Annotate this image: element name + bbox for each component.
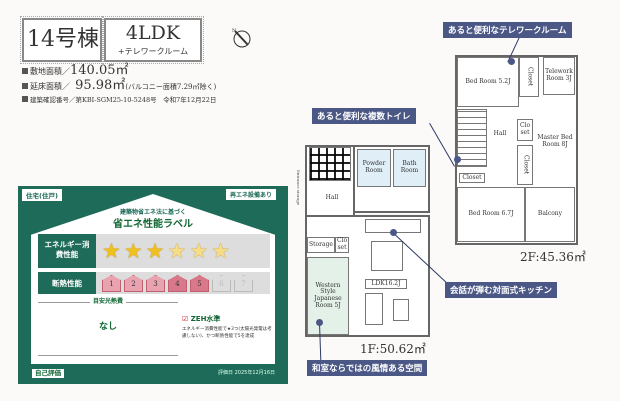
japanese-room: Western Style Japanese Room 5J	[307, 257, 349, 335]
floor1-hall: Hall	[325, 193, 339, 201]
closet-c: Clo set	[517, 119, 533, 141]
floor-area-label: 延床面積／	[30, 82, 70, 91]
floor1-stairs-entry: Hall	[305, 145, 355, 217]
floor2-area: 2F:45.36㎡	[520, 250, 586, 264]
telework-marker	[508, 58, 515, 65]
star-icon: ★	[211, 239, 230, 263]
cost-divider	[38, 355, 178, 356]
dining-table	[371, 241, 403, 271]
site-area-line: 敷地面積／140.05㎡	[22, 64, 129, 78]
cost-heading-text: 目安光熱費	[89, 298, 126, 305]
floor1-closet: Clo set	[335, 237, 349, 253]
coffee-table	[393, 299, 409, 321]
closet-b: Closet	[459, 173, 485, 183]
svg-text:N: N	[232, 28, 237, 34]
energy-label: 住宅(住戸) 再エネ設備あり 建築物省エネ法に基づく 省エネ性能ラベル エネルギ…	[18, 186, 288, 384]
storage: Storage	[307, 237, 335, 253]
star-icon: ★	[189, 239, 209, 263]
bath-room: Bath Room	[393, 149, 426, 187]
bedroom-1: Bed Room 5.2J	[457, 57, 519, 107]
telework-room: Telework Room 3J	[543, 57, 575, 95]
star-icon: ★	[167, 239, 187, 263]
floor-area: 95.98㎡	[75, 78, 126, 93]
star-icon: ★	[145, 239, 165, 263]
floor1-wet-area: Powder Room Bath Room	[353, 145, 430, 213]
zeh-note: エネルギー消費性能で★3つ(太陽光発電は考慮しない)、かつ断熱性能で5を達成	[182, 327, 272, 339]
site-area: 140.05㎡	[70, 63, 129, 78]
bedroom-2: Bed Room 6.7J	[457, 187, 525, 242]
insulation-row-label: 断熱性能	[38, 272, 96, 294]
floor1-main: Storage Clo set Western Style Japanese R…	[305, 215, 430, 337]
layout-type: 4LDK	[125, 22, 181, 44]
closet-d: Closet	[517, 145, 533, 185]
building-number-box: 14号棟	[20, 16, 104, 64]
insulation-level-3: 3	[146, 275, 165, 292]
entrance-tiles	[309, 147, 351, 181]
energy-stars: ★★★★★★	[96, 234, 270, 268]
telework-callout: あると便利なテレワークルーム	[443, 22, 572, 38]
floor-area-line: 延床面積／ 95.98㎡(バルコニー面積7.29㎡除く)	[22, 79, 216, 93]
insulation-level-4: 4	[168, 275, 187, 292]
floor-area-note: (バルコニー面積7.29㎡除く)	[125, 83, 217, 91]
star-icon: ★	[102, 239, 121, 263]
insulation-level-7: 7	[234, 275, 253, 292]
layout-box: 4LDK +テレワークルーム	[102, 16, 204, 64]
zeh-text: ZEH水準	[190, 315, 221, 323]
energy-row-label: エネルギー消費性能	[38, 234, 96, 268]
japanese-callout: 和室ならではの風情ある空間	[307, 360, 428, 376]
master-bedroom: Master Bed Room 8J	[537, 134, 573, 148]
floor2-plan: Bed Room 5.2J Closet Telework Room 3J Ha…	[455, 55, 578, 245]
stairs	[457, 109, 487, 167]
housing-type: 住宅(住戸)	[22, 189, 62, 201]
sofa	[365, 293, 383, 325]
powder-room: Powder Room	[357, 149, 391, 187]
permit-number: 第KBI-SGM25-10-5248号 令和7年12月22日	[75, 96, 217, 104]
floor2-hall: Hall	[493, 129, 507, 137]
star-icon: ★	[123, 239, 143, 263]
insulation-level-2: 2	[124, 275, 143, 292]
floor1-area: 1F:50.62㎡	[360, 342, 426, 356]
entrance-label: Entrance storage	[296, 170, 301, 206]
kitchen-marker	[390, 229, 397, 236]
self-eval-badge: 自己評価	[32, 369, 64, 378]
layout-extra: +テレワークルーム	[117, 47, 189, 56]
ldk: LDK16.2J	[365, 279, 407, 289]
cost-heading: 目安光熱費	[38, 298, 178, 306]
label-subtitle: 建築物省エネ法に基づく	[119, 209, 186, 216]
renewable-badge: 再エネ設備あり	[226, 189, 277, 200]
zeh-check: ☑ ZEH水準	[182, 314, 220, 324]
permit-line: 建築確認番号／第KBI-SGM25-10-5248号 令和7年12月22日	[22, 95, 216, 105]
toilet-callout: あると便利な複数トイレ	[312, 108, 416, 124]
toilet-leader	[429, 123, 455, 167]
north-arrow-icon: N	[232, 28, 251, 48]
eval-date: 評価日 2025年12月16日	[218, 370, 276, 376]
balcony: Balcony	[525, 187, 575, 242]
closet-a: Closet	[519, 57, 539, 97]
insulation-level-1: 1	[102, 275, 121, 292]
kitchen-callout: 会話が弾む対面式キッチン	[445, 282, 558, 298]
cost-value: なし	[98, 322, 117, 332]
site-area-label: 敷地面積／	[30, 67, 70, 76]
check-icon: ☑	[182, 315, 189, 323]
building-number: 14号棟	[27, 27, 99, 52]
toilet-marker	[454, 156, 461, 163]
label-title: 省エネ性能ラベル	[113, 219, 193, 230]
insulation-level-6: 6	[212, 275, 231, 292]
japanese-marker	[316, 319, 323, 326]
permit-label: 建築確認番号／	[30, 96, 76, 104]
insulation-level-5: 5	[190, 275, 209, 292]
